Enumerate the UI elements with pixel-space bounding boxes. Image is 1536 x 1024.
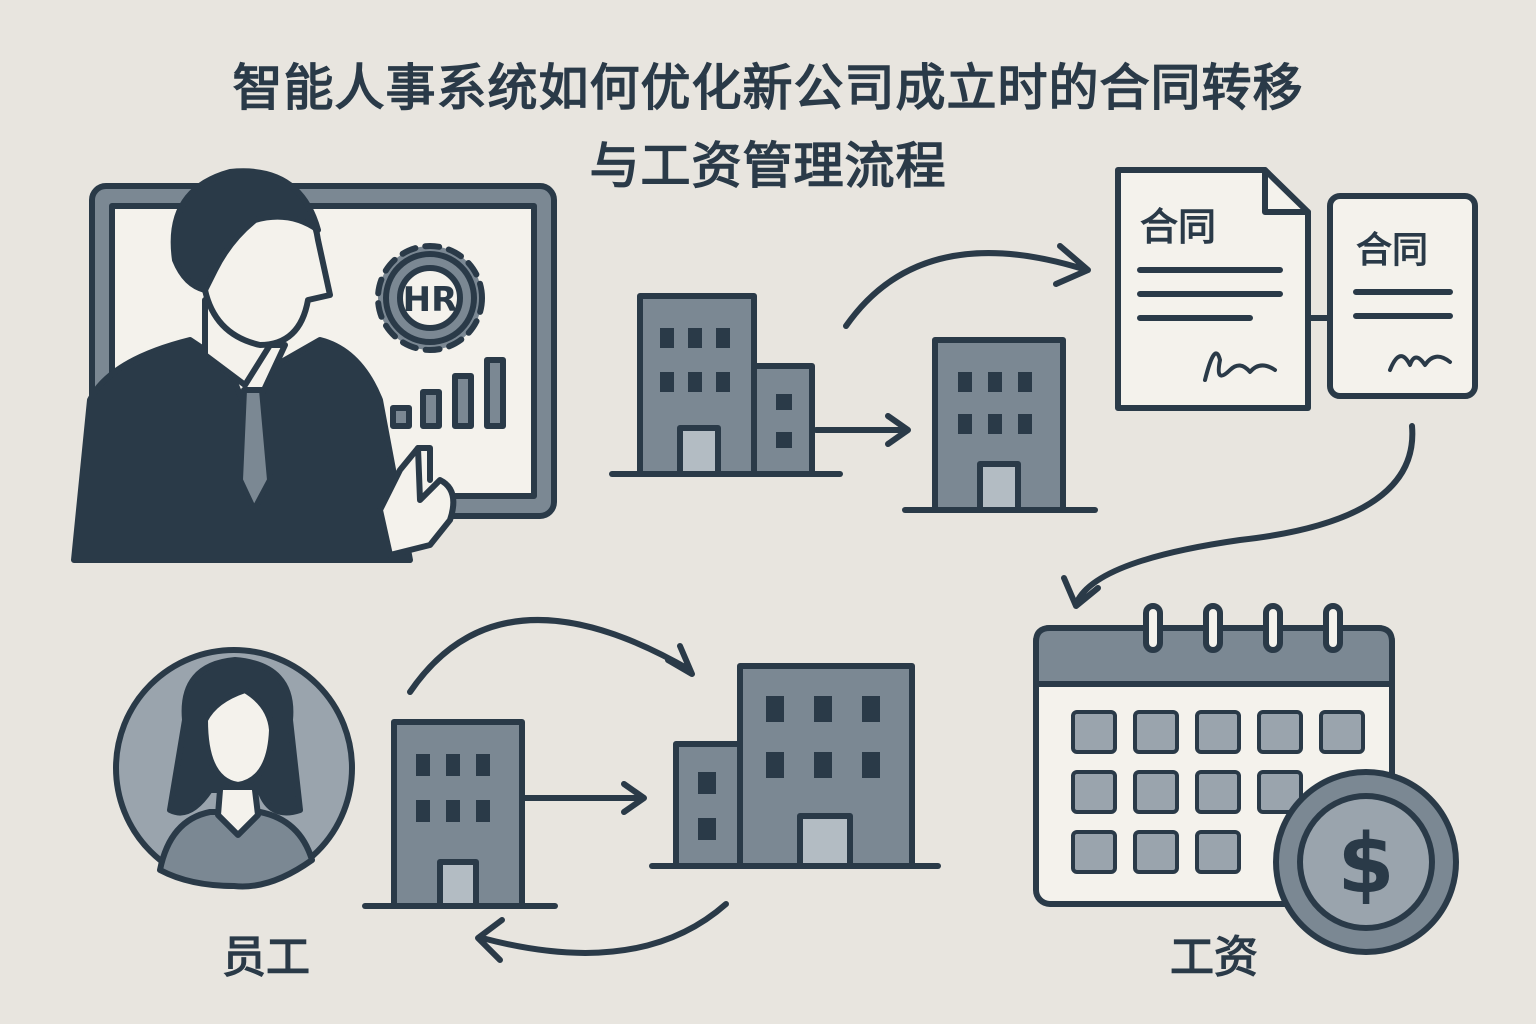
title-line-2: 与工资管理流程 <box>589 137 947 195</box>
signature-icon <box>1203 351 1277 382</box>
signature-icon <box>1388 354 1452 372</box>
new-company-building <box>902 337 1098 513</box>
hr-monitor: HR <box>71 168 557 563</box>
arrow-building-to-building <box>813 413 911 447</box>
title-line-1: 智能人事系统如何优化新公司成立时的合同转移 <box>232 59 1304 117</box>
gear-icon: HR <box>375 243 485 353</box>
old-company-building <box>609 293 843 477</box>
employee-current-building <box>362 719 558 909</box>
salary-label: 工资 <box>1170 932 1258 983</box>
hr-person <box>71 168 457 563</box>
employee-label: 员工 <box>222 932 310 983</box>
contract-label-2: 合同 <box>1356 230 1428 271</box>
arrow-to-contracts <box>843 243 1091 329</box>
employee-avatar <box>113 647 355 890</box>
contract-label-1: 合同 <box>1140 205 1216 249</box>
arrow-top-curve <box>407 617 695 695</box>
arrow-employee-transfer <box>521 781 647 815</box>
bar-chart-icon <box>390 357 506 429</box>
currency-symbol: $ <box>1337 817 1394 912</box>
employee-new-building <box>649 663 941 869</box>
dollar-coin-icon: $ <box>1273 769 1459 955</box>
contract-document-1: 合同 <box>1115 167 1311 411</box>
hr-badge: HR <box>403 280 458 320</box>
contract-document-2: 合同 <box>1327 193 1478 399</box>
arrow-bottom-curve <box>475 901 729 963</box>
arrow-contracts-to-payroll <box>1061 423 1416 609</box>
